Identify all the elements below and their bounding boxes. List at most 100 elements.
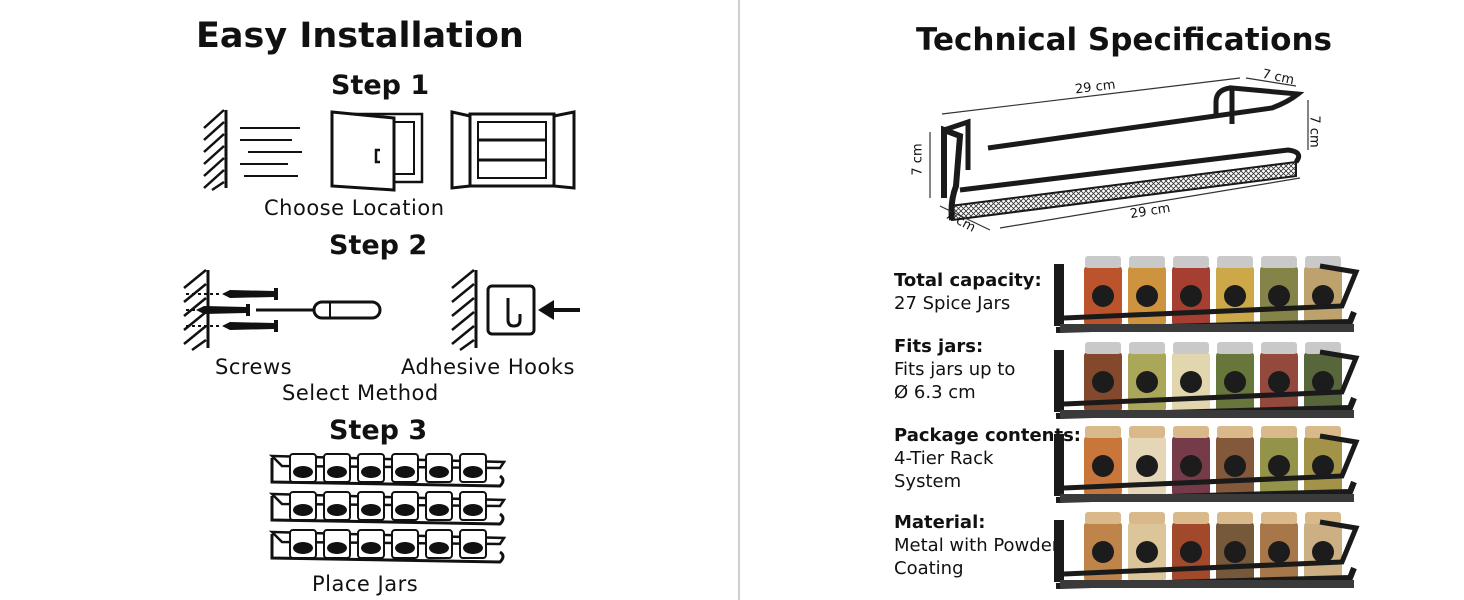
- wall-icon: [203, 109, 302, 192]
- rack-tier: [1054, 342, 1360, 419]
- jar-label-dot: [327, 504, 347, 516]
- dim-height-left: 7 cm: [910, 143, 926, 176]
- jar-label: [1224, 371, 1246, 393]
- jar-label: [1180, 371, 1202, 393]
- step2-heading: Step 2: [329, 230, 428, 261]
- place-jars-icon: [268, 453, 507, 564]
- jar-label: [1136, 541, 1158, 563]
- line-art-tier: [268, 453, 507, 488]
- rack-mesh-base: [1060, 410, 1354, 418]
- jar-lid: [1217, 512, 1253, 524]
- jar-label: [1312, 455, 1334, 477]
- jar-label-dot: [463, 542, 483, 554]
- rack-top-rail: [1063, 349, 1360, 407]
- open-cabinet-icon: [450, 110, 576, 190]
- rack-side: [1054, 520, 1064, 582]
- jar-lid: [1305, 426, 1341, 438]
- tier-tray: [270, 458, 505, 488]
- jar-lid: [1129, 426, 1165, 438]
- jar-label: [1268, 285, 1290, 307]
- jar-lid: [1305, 512, 1341, 524]
- jar-label-dot: [361, 466, 381, 478]
- dim-height-right: 7 cm: [1306, 115, 1322, 148]
- installation-title: Easy Installation: [196, 16, 524, 56]
- jar-lid: [1129, 512, 1165, 524]
- jar-label-dot: [395, 466, 415, 478]
- jar-label-dot: [429, 466, 449, 478]
- jar-lid: [1261, 512, 1297, 524]
- jar-label: [1136, 455, 1158, 477]
- jar-label: [1312, 541, 1334, 563]
- jar-lid: [1305, 342, 1341, 354]
- rack-top-rail: [1063, 433, 1360, 491]
- jar-label-dot: [361, 542, 381, 554]
- rack-side: [1054, 264, 1064, 326]
- jar-label: [1092, 541, 1114, 563]
- jar-label: [1180, 455, 1202, 477]
- jar-label: [1136, 371, 1158, 393]
- jar-label: [1224, 541, 1246, 563]
- rack-tier: [1054, 426, 1360, 503]
- rack-side: [1054, 350, 1064, 412]
- step2-caption: Select Method: [282, 381, 439, 405]
- tier-tray: [270, 496, 505, 526]
- screws-option-label: Screws: [215, 355, 293, 379]
- jar-lid: [1173, 426, 1209, 438]
- jar-lid: [1085, 426, 1121, 438]
- screws-icon: [183, 269, 382, 352]
- jar-label-dot: [327, 466, 347, 478]
- spec-package-label: Package contents:: [894, 425, 1081, 446]
- jar-label: [1224, 285, 1246, 307]
- jar-label-dot: [463, 504, 483, 516]
- rack-dimension-diagram: [929, 77, 1309, 231]
- rack-tier: [1054, 256, 1360, 333]
- jar-label: [1312, 371, 1334, 393]
- spec-material-value: Metal with Powder Coating: [894, 535, 1060, 579]
- rack-top-rail: [1063, 519, 1360, 577]
- rack-tier: [1054, 512, 1360, 589]
- spec-capacity-value: 27 Spice Jars: [894, 293, 1011, 314]
- jar-label: [1268, 371, 1290, 393]
- jar-lid: [1261, 426, 1297, 438]
- spec-jars-label: Fits jars:: [894, 336, 984, 357]
- rack-mesh-base: [1060, 580, 1354, 588]
- jar-label: [1224, 455, 1246, 477]
- jar-lid: [1217, 256, 1253, 268]
- adhesive-hook-icon: [451, 269, 580, 352]
- specs-title: Technical Specifications: [916, 22, 1332, 58]
- cabinet-door-icon: [330, 110, 424, 192]
- jar-label-dot: [429, 504, 449, 516]
- line-art-tier: [268, 529, 507, 564]
- spec-jars-value: Fits jars up to Ø 6.3 cm: [894, 359, 1016, 403]
- panel-divider: [738, 0, 740, 600]
- jar-lid: [1305, 256, 1341, 268]
- spec-package-value: 4-Tier Rack System: [894, 448, 994, 492]
- jar-label-dot: [429, 542, 449, 554]
- step1-caption: Choose Location: [264, 196, 445, 220]
- step3-caption: Place Jars: [312, 572, 419, 596]
- step3-heading: Step 3: [329, 415, 428, 446]
- rack-side: [1054, 434, 1064, 496]
- tier-tray: [270, 534, 505, 564]
- jar-lid: [1173, 512, 1209, 524]
- jar-lid: [1129, 342, 1165, 354]
- jar-label: [1312, 285, 1334, 307]
- jar-lid: [1217, 426, 1253, 438]
- jar-label-dot: [395, 542, 415, 554]
- jar-label: [1136, 285, 1158, 307]
- jar-label: [1180, 285, 1202, 307]
- jar-label: [1268, 455, 1290, 477]
- jar-lid: [1217, 342, 1253, 354]
- jar-lid: [1173, 342, 1209, 354]
- rack-mesh-base: [1060, 324, 1354, 332]
- jar-label-dot: [395, 504, 415, 516]
- jar-label: [1268, 541, 1290, 563]
- jar-label-dot: [293, 542, 313, 554]
- jar-lid: [1085, 342, 1121, 354]
- jar-label-dot: [327, 542, 347, 554]
- adhesive-hooks-option-label: Adhesive Hooks: [401, 355, 575, 379]
- jar-label: [1092, 285, 1114, 307]
- rack-mesh-base: [1060, 494, 1354, 502]
- jar-lid: [1085, 512, 1121, 524]
- jar-lid: [1261, 256, 1297, 268]
